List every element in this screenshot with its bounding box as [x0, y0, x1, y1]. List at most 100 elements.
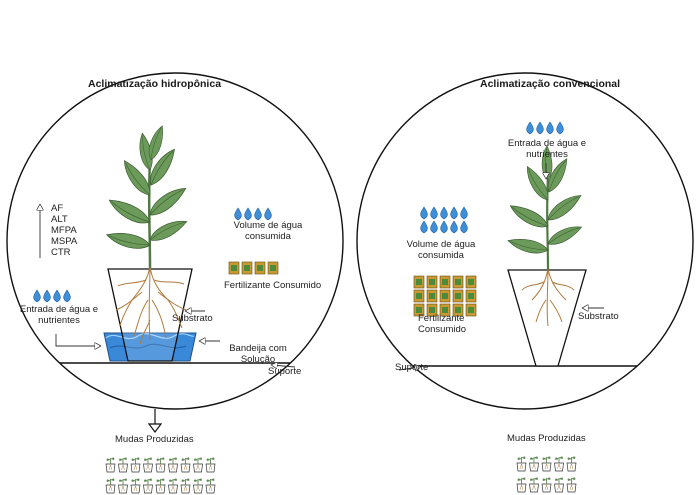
seedling-icon	[193, 457, 203, 473]
seedling-icon	[180, 478, 191, 494]
seedling-icon	[205, 457, 216, 473]
water-drop-icon	[43, 289, 51, 303]
left-fertilizer-label: Fertilizante Consumido	[224, 280, 322, 291]
seedling-icon	[193, 478, 203, 494]
left-arrows	[40, 205, 296, 367]
indicator-ctr: CTR	[51, 247, 71, 258]
fertilizer-bag-icon	[413, 303, 425, 317]
water-drop-icon	[53, 289, 61, 303]
left-pot	[107, 268, 193, 362]
right-plant	[506, 145, 586, 271]
seedling-icon	[118, 478, 128, 494]
fertilizer-bag-icon	[426, 275, 438, 289]
fertilizer-bag-icon	[267, 261, 279, 275]
fertilizer-bag-icon	[465, 303, 477, 317]
right-title: Aclimatização convencional	[480, 78, 621, 90]
left-tray-label: Bandeija com Solução	[229, 343, 287, 365]
fertilizer-bag-icon	[439, 289, 451, 303]
left-support-label: Suporte	[268, 366, 302, 377]
left-indicator-list: AF ALT MFPA MSPA CTR	[51, 203, 77, 258]
water-drop-icon	[526, 121, 534, 135]
seedling-icon	[180, 457, 191, 473]
seedling-icon	[168, 457, 178, 473]
fertilizer-bag-icon	[452, 289, 464, 303]
right-seedlings	[516, 456, 577, 493]
right-output-label: Mudas Produzidas	[507, 433, 586, 444]
seedling-icon	[118, 457, 128, 473]
seedling-icon	[541, 456, 552, 472]
right-water-label: Volume de água consumida	[406, 239, 476, 261]
right-fertilizer-bags	[413, 275, 477, 317]
fertilizer-bag-icon	[241, 261, 253, 275]
water-drop-icon	[33, 289, 41, 303]
seedling-icon	[529, 456, 539, 472]
fertilizer-bag-icon	[465, 275, 477, 289]
water-drop-icon	[460, 206, 468, 220]
left-seedlings	[105, 457, 216, 494]
seedling-icon	[554, 477, 564, 493]
water-drop-icon	[460, 220, 468, 234]
right-arrows	[398, 163, 604, 370]
left-fertilizer-bags	[228, 261, 279, 275]
right-roots	[521, 267, 575, 327]
water-drop-icon	[244, 207, 252, 221]
left-plant	[104, 124, 191, 269]
seedling-icon	[205, 478, 216, 494]
fertilizer-bag-icon	[465, 289, 477, 303]
water-drop-icon	[450, 220, 458, 234]
indicator-alt: ALT	[51, 214, 68, 225]
left-roots	[115, 265, 187, 345]
left-inlet-drops	[33, 289, 71, 303]
seedling-icon	[516, 477, 527, 493]
water-drop-icon	[546, 121, 554, 135]
seedling-icon	[143, 478, 153, 494]
fertilizer-bag-icon	[426, 289, 438, 303]
seedling-icon	[155, 457, 166, 473]
right-fertilizer-label: Fertilizante Consumido	[418, 313, 467, 335]
left-inlet-label: Entrada de água e nutrientes	[19, 304, 99, 326]
indicator-mspa: MSPA	[51, 236, 78, 247]
left-water-label: Volume de água consumida	[233, 220, 303, 242]
water-drop-icon	[430, 206, 438, 220]
left-water-drops	[234, 207, 272, 221]
right-inlet-label: Entrada de água e nutrientes	[507, 138, 587, 160]
seedling-icon	[541, 477, 552, 493]
fertilizer-bag-icon	[228, 261, 240, 275]
fertilizer-bag-icon	[452, 275, 464, 289]
fertilizer-bag-icon	[439, 275, 451, 289]
right-circle	[356, 72, 694, 410]
indicator-mfpa: MFPA	[51, 225, 77, 236]
water-drop-icon	[556, 121, 564, 135]
fertilizer-bag-icon	[413, 289, 425, 303]
right-inlet-drops	[526, 121, 564, 135]
fertilizer-bag-icon	[426, 303, 438, 317]
left-circle	[6, 72, 344, 410]
water-drop-icon	[63, 289, 71, 303]
water-drop-icon	[440, 206, 448, 220]
water-drop-icon	[440, 220, 448, 234]
water-drop-icon	[254, 207, 262, 221]
seedling-icon	[155, 478, 166, 494]
seedling-icon	[554, 456, 564, 472]
seedling-icon	[105, 478, 116, 494]
seedling-icon	[566, 456, 577, 472]
right-water-drops	[420, 206, 468, 234]
right-substrate-label: Substrato	[578, 311, 619, 322]
left-substrate-label: Substrato	[172, 313, 213, 324]
water-drop-icon	[450, 206, 458, 220]
water-drop-icon	[536, 121, 544, 135]
water-drop-icon	[420, 206, 428, 220]
fertilizer-bag-icon	[439, 303, 451, 317]
seedling-icon	[529, 477, 539, 493]
left-output-label: Mudas Produzidas	[115, 434, 194, 445]
left-output-arrow	[147, 409, 163, 433]
seedling-icon	[143, 457, 153, 473]
seedling-icon	[105, 457, 116, 473]
seedling-icon	[130, 457, 141, 473]
water-drop-icon	[234, 207, 242, 221]
left-title: Aclimatização hidropônica	[88, 78, 222, 90]
fertilizer-bag-icon	[452, 303, 464, 317]
seedling-icon	[168, 478, 178, 494]
water-drop-icon	[430, 220, 438, 234]
